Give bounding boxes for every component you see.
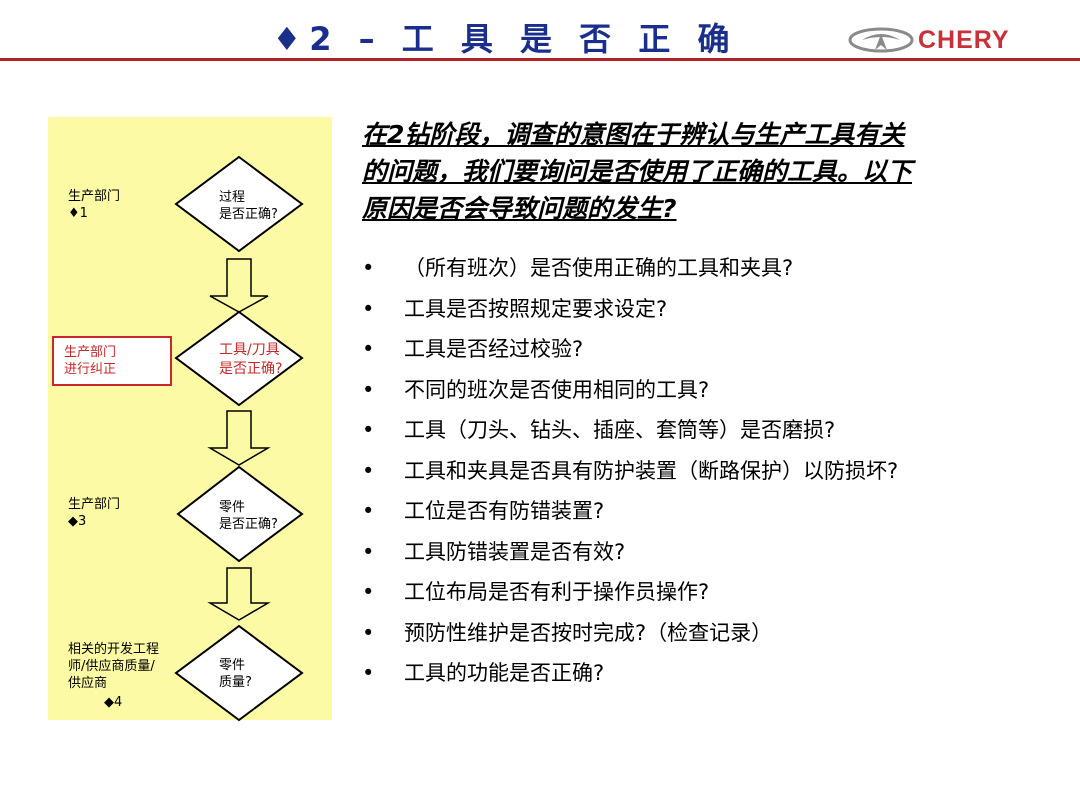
question-text: 工具是否按照规定要求设定? <box>404 296 668 321</box>
bullet-marker: • <box>362 580 375 604</box>
arrow-down <box>207 410 271 466</box>
bullet-marker: • <box>362 377 375 402</box>
intro-line: 在2钻阶段，调查的意图在于辨认与生产工具有关 <box>362 120 905 149</box>
chery-emblem-icon <box>848 27 914 53</box>
step2-diamond-text: 工具/刀具 是否正确? <box>219 342 283 377</box>
bullet-marker: • <box>362 458 375 483</box>
intro-line: 的问题，我们要询问是否使用了正确的工具。以下 <box>362 157 913 186</box>
list-item: • 工具的功能是否正确? <box>362 655 1062 696</box>
question-text: （所有班次）是否使用正确的工具和夹具? <box>404 256 794 280</box>
list-item: • （所有班次）是否使用正确的工具和夹具? <box>362 250 1062 291</box>
step1-diamond-text: 过程 是否正确? <box>219 190 278 222</box>
question-text: 工位布局是否有利于操作员操作? <box>404 580 710 604</box>
arrow-down <box>207 567 271 621</box>
diamond-quality <box>174 624 304 722</box>
chery-logo: CHERY <box>848 26 1038 54</box>
diamond-part <box>176 465 304 563</box>
page-title: ♦2 – 工 具 是 否 正 确 <box>272 20 738 58</box>
bullet-marker: • <box>362 620 375 645</box>
diamond-process <box>174 155 304 253</box>
bullet-marker: • <box>362 661 375 685</box>
list-item: • 工具和夹具是否具有防护装置（断路保护）以防损坏? <box>362 453 1062 494</box>
bullet-marker: • <box>362 499 375 523</box>
step3-side-label: 生产部门 ◆3 <box>68 497 121 529</box>
step2-side-label: 生产部门 进行纠正 <box>52 336 172 386</box>
step4-diamond-text: 零件 质量? <box>219 658 252 690</box>
question-text: 不同的班次是否使用相同的工具? <box>404 377 710 402</box>
bullet-marker: • <box>362 296 375 321</box>
question-list: • （所有班次）是否使用正确的工具和夹具? • 工具是否按照规定要求设定? • 工具是… <box>362 250 1062 696</box>
step1-side-label: 生产部门 ♦1 <box>68 189 121 221</box>
bullet-marker: • <box>362 256 375 280</box>
question-text: 工具防错装置是否有效? <box>404 539 626 564</box>
question-text: 工具的功能是否正确? <box>404 661 605 685</box>
list-item: • 预防性维护是否按时完成?（检查记录） <box>362 615 1062 656</box>
title-divider <box>0 58 1080 61</box>
arrow-down <box>209 258 269 313</box>
logo-text: CHERY <box>918 26 1010 54</box>
question-text: 工具（刀头、钻头、插座、套筒等）是否磨损? <box>404 418 836 442</box>
step4-side-marker: ◆4 <box>104 695 123 710</box>
question-text: 工位是否有防错装置? <box>404 499 605 523</box>
list-item: • 不同的班次是否使用相同的工具? <box>362 372 1062 413</box>
list-item: • 工具（刀头、钻头、插座、套筒等）是否磨损? <box>362 412 1062 453</box>
step4-side-label: 相关的开发工程 师/供应商质量/ 供应商 <box>68 642 160 691</box>
step3-diamond-text: 零件 是否正确? <box>219 500 278 532</box>
intro-paragraph: 在2钻阶段，调查的意图在于辨认与生产工具有关 的问题，我们要询问是否使用了正确的… <box>362 116 1042 227</box>
list-item: • 工具是否经过校验? <box>362 331 1062 372</box>
question-text: 工具和夹具是否具有防护装置（断路保护）以防损坏? <box>404 458 899 483</box>
intro-line: 原因是否会导致问题的发生? <box>362 194 677 223</box>
diamond-tool <box>174 310 304 407</box>
question-text: 预防性维护是否按时完成?（检查记录） <box>404 620 773 645</box>
list-item: • 工位是否有防错装置? <box>362 493 1062 534</box>
bullet-marker: • <box>362 337 375 361</box>
list-item: • 工位布局是否有利于操作员操作? <box>362 574 1062 615</box>
bullet-marker: • <box>362 539 375 564</box>
question-text: 工具是否经过校验? <box>404 337 584 361</box>
bullet-marker: • <box>362 418 375 442</box>
list-item: • 工具防错装置是否有效? <box>362 534 1062 575</box>
list-item: • 工具是否按照规定要求设定? <box>362 291 1062 332</box>
